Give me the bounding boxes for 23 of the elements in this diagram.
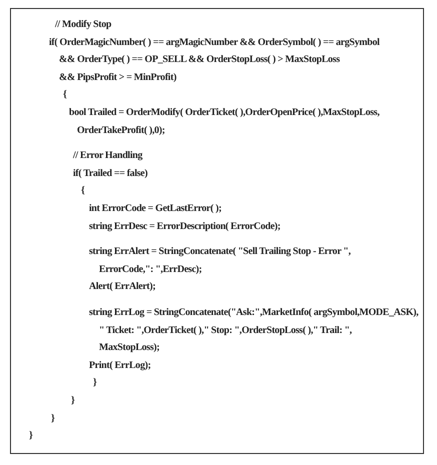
code-line: // Error Handling (73, 150, 142, 162)
code-line: " Ticket: ",OrderTicket( )," Stop: ",OrderStopLoss( )," Trail: ", (99, 324, 352, 337)
code-line: { (63, 89, 67, 102)
code-line: MaxStopLoss); (99, 342, 160, 354)
code-line: OrderTakeProfit( ),0); (77, 124, 165, 137)
code-line: && PipsProfit > = MinProfit) (59, 72, 176, 84)
code-line: bool Trailed = OrderModify( OrderTicket( ),OrderOpenPrice( ),MaxStopLoss, (69, 107, 380, 119)
code-line: { (81, 185, 85, 198)
code-line: ErrorCode,": ",ErrDesc); (99, 264, 202, 276)
code-line: if( OrderMagicNumber( ) == argMagicNumber && OrderSymbol( ) == argSymbol (49, 36, 380, 49)
code-line: } (93, 377, 97, 390)
code-line: string ErrLog = StringConcatenate("Ask:",MarketInfo( argSymbol,MODE_ASK), (89, 307, 418, 319)
code-line: && OrderType( ) == OP_SELL && OrderStopLoss( ) > MaxStopLoss (59, 54, 340, 66)
code-line: } (51, 412, 55, 425)
code-line: } (29, 430, 33, 442)
code-line: int ErrorCode = GetLastError( ); (89, 203, 222, 215)
code-line: Alert( ErrAlert); (89, 281, 156, 294)
code-line: Print( ErrLog); (89, 360, 151, 372)
code-line: if( Trailed == false) (73, 168, 148, 180)
code-line: string ErrAlert = StringConcatenate( "Sell Trailing Stop - Error ", (89, 246, 350, 258)
code-line: // Modify Stop (55, 19, 112, 31)
code-line: } (71, 395, 75, 407)
code-line: string ErrDesc = ErrorDescription( ErrorCode); (89, 220, 280, 233)
